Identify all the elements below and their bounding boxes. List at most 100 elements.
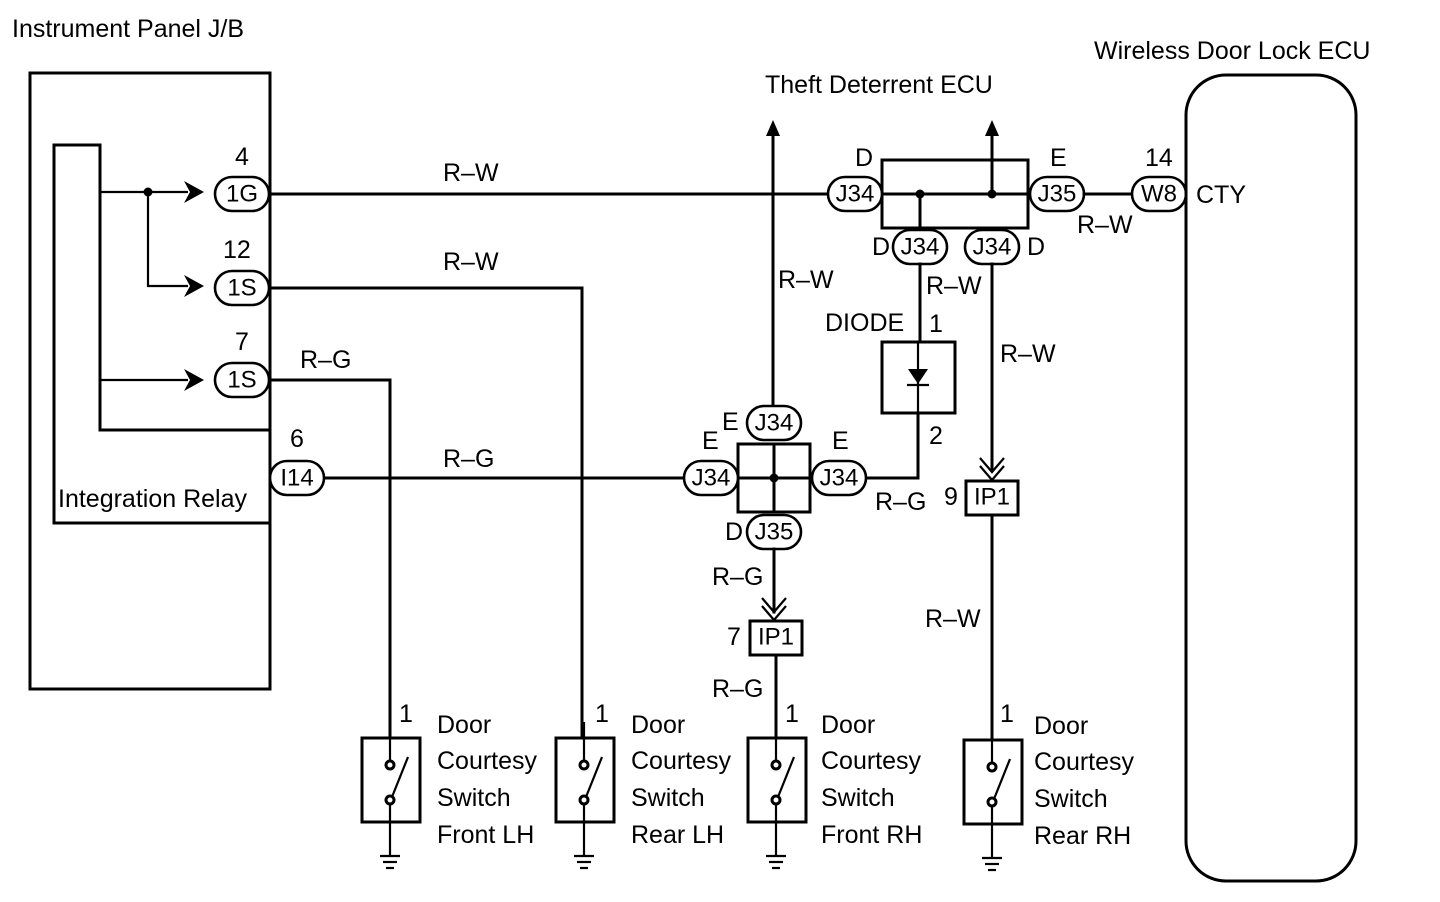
switch-label: Switch [631,784,705,812]
pin-label: 1 [595,700,609,728]
wireless-door-lock-ecu-label: Wireless Door Lock ECU [1094,37,1370,65]
arrow-head [184,369,204,391]
pin-label: 6 [290,425,304,453]
switch-label: Switch [821,784,895,812]
door-courtesy-switch-front-rh: 1 Door Courtesy Switch Front RH [746,700,922,870]
connector-label: J34 [692,465,731,492]
connector-i14 [268,459,326,497]
connector-ip1 [964,479,1020,517]
switch-label: Front RH [821,821,922,849]
wire-color: R–G [712,675,763,703]
terminal-letter: E [702,427,719,455]
diode-triangle [908,369,928,384]
wire-color: R–G [300,346,351,374]
integration-relay-label: Integration Relay [58,485,248,513]
connector-label: J34 [755,410,794,437]
connector-label: IP1 [974,484,1010,511]
wire-r-g [268,378,392,740]
switch-label: Door [631,711,685,739]
wire-color: R–G [443,445,494,473]
internal-wire [146,192,188,288]
wire-r-w [268,286,584,740]
switch-label: Courtesy [631,747,732,775]
connector-label: 1S [227,275,256,302]
pin-label: 1 [399,700,413,728]
switch-blade [390,756,410,798]
wire-color: R–W [926,272,982,300]
connector-label: I14 [280,465,313,492]
wire-color: R–W [443,248,499,276]
arrow-up [766,120,780,136]
connector-arrow [761,597,787,614]
connector-label: W8 [1141,181,1177,208]
switch-contact [986,796,998,808]
pin-label: 4 [235,143,249,171]
switch-label: Door [437,711,491,739]
connector-label: J34 [901,234,940,261]
splice-dot [143,187,153,197]
connector-1s [213,361,271,399]
switch-label: Switch [437,784,511,812]
switch-label: Courtesy [1034,748,1135,776]
switch-contact [986,761,998,773]
wire-color: R–G [875,488,926,516]
switch-label: Rear LH [631,821,724,849]
arrow-head [184,275,204,297]
terminal-cty: CTY [1196,181,1246,209]
terminal-letter: D [872,233,890,261]
pin-label: 1 [1000,700,1014,728]
pin-label: 7 [727,623,741,651]
switch-contact [770,759,782,771]
door-courtesy-switch-rear-rh: 1 Door Courtesy Switch Rear RH [962,700,1135,872]
connector-ip1 [748,619,804,657]
wire-color: R–W [1077,211,1133,239]
switch-blade [992,758,1012,800]
connector-j34 [682,459,740,497]
switch-contact [578,794,590,806]
terminal-letter: D [725,518,743,546]
switch-label: Door [821,711,875,739]
splice-dot [769,473,779,483]
connector-label: J35 [755,519,794,546]
switch-contact [384,794,396,806]
wire-color: R–W [1000,340,1056,368]
connector-label: IP1 [758,624,794,651]
pin-label: 12 [223,236,251,264]
connector-1s [213,269,271,307]
switch-label: Courtesy [821,747,922,775]
switch-blade [584,756,604,798]
switch-contact [770,794,782,806]
terminal-letter: E [1050,144,1067,172]
wireless-door-lock-ecu [1184,73,1358,883]
switch-contact [384,759,396,771]
wire-color: R–W [778,266,834,294]
connector-1g [213,175,271,213]
terminal-letter: D [1027,233,1045,261]
connector-j34 [810,459,868,497]
jb-title: Instrument Panel J/B [12,15,244,43]
switch-label: Rear RH [1034,822,1131,850]
switch-contact [578,759,590,771]
connector-label: 1S [227,367,256,394]
switch-label: Front LH [437,821,534,849]
switch-label: Courtesy [437,747,538,775]
connector-arrow [979,457,1005,474]
pin-label: 7 [235,328,249,356]
terminal-letter: E [722,408,739,436]
arrow-head [184,181,204,203]
theft-deterrent-ecu-label: Theft Deterrent ECU [765,71,993,99]
switch-blade [776,756,796,798]
switch-label: Door [1034,712,1088,740]
connector-j34 [826,175,884,213]
pin-label: 2 [929,422,943,450]
wire-r-g [864,411,920,480]
connector-j34 [745,404,803,442]
door-courtesy-switch-rear-lh: 1 Door Courtesy Switch Rear LH [554,700,732,870]
connector-label: 1G [226,181,258,208]
pin-label: 9 [944,483,958,511]
terminal-letter: E [832,427,849,455]
connector-label: J34 [973,234,1012,261]
arrow-up [985,120,999,136]
wire-color: R–G [712,563,763,591]
